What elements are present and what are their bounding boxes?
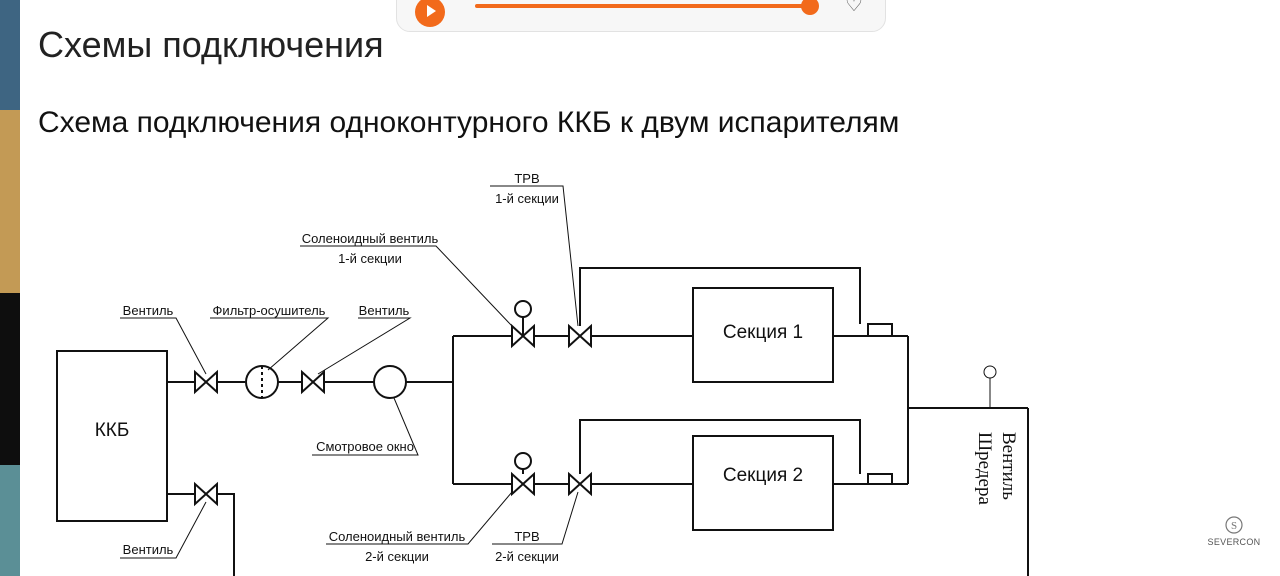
trv-2-sensing-line — [579, 419, 861, 474]
valve-symbol — [194, 481, 218, 507]
trv-1-label-2: 1-й секции — [495, 191, 559, 206]
page-title: Схемы подключения — [38, 24, 384, 65]
valve-label: Вентиль — [123, 303, 174, 318]
section-2-label: Секция 2 — [723, 465, 803, 486]
trv-2-symbol — [568, 471, 592, 497]
trv-2-label: ТРВ — [514, 529, 539, 544]
trv-2-label-2: 2-й секции — [495, 549, 559, 564]
solenoid-valve-1-symbol — [511, 323, 535, 349]
solenoid-1-label: Соленоидный вентиль — [302, 231, 439, 246]
sight-glass-label: Смотровое окно — [316, 439, 414, 454]
logo-text: SEVERCON — [1207, 537, 1261, 547]
valve-symbol — [301, 369, 325, 395]
severcon-logo: S SEVERCON — [1206, 515, 1262, 555]
progress-knob[interactable] — [801, 0, 819, 15]
solenoid-coil — [514, 452, 532, 470]
play-icon[interactable] — [415, 0, 445, 27]
sight-glass-symbol — [373, 365, 407, 399]
schrader-label: Вентиль — [998, 432, 1019, 500]
strip-segment — [0, 0, 20, 110]
solenoid-1-label-2: 1-й секции — [338, 251, 402, 266]
solenoid-coil — [514, 300, 532, 318]
strip-segment — [0, 110, 20, 293]
slide-subtitle: Схема подключения одноконтурного ККБ к д… — [38, 106, 900, 139]
svg-text:S: S — [1231, 520, 1237, 532]
schrader-valve-symbol — [983, 365, 997, 379]
left-edge-strip — [0, 0, 20, 576]
kkb-label: ККБ — [95, 420, 130, 441]
schrader-label-2: Шредера — [974, 432, 995, 505]
bulb-1 — [867, 323, 893, 337]
kkb-box — [56, 350, 168, 522]
trv-1-symbol — [568, 323, 592, 349]
progress-bar[interactable] — [475, 4, 813, 8]
valve-symbol — [194, 369, 218, 395]
pipe — [217, 493, 235, 576]
logo-emblem-icon: S — [1225, 516, 1243, 534]
strip-segment — [0, 293, 20, 465]
trv-1-sensing-line — [579, 267, 861, 326]
section-1-label: Секция 1 — [723, 322, 803, 343]
strip-segment — [0, 465, 20, 576]
trv-1-label: ТРВ — [514, 171, 539, 186]
valve-label: Вентиль — [359, 303, 410, 318]
filter-drier-symbol — [245, 365, 279, 399]
solenoid-valve-2-symbol — [511, 471, 535, 497]
valve-label: Вентиль — [123, 542, 174, 557]
bulb-2 — [867, 473, 893, 485]
solenoid-2-label-2: 2-й секции — [365, 549, 429, 564]
leader-lines — [120, 185, 579, 559]
audio-player: ♡ — [396, 0, 886, 32]
filter-drier-label: Фильтр-осушитель — [213, 303, 326, 318]
heart-icon[interactable]: ♡ — [845, 0, 863, 16]
solenoid-2-label: Соленоидный вентиль — [329, 529, 466, 544]
